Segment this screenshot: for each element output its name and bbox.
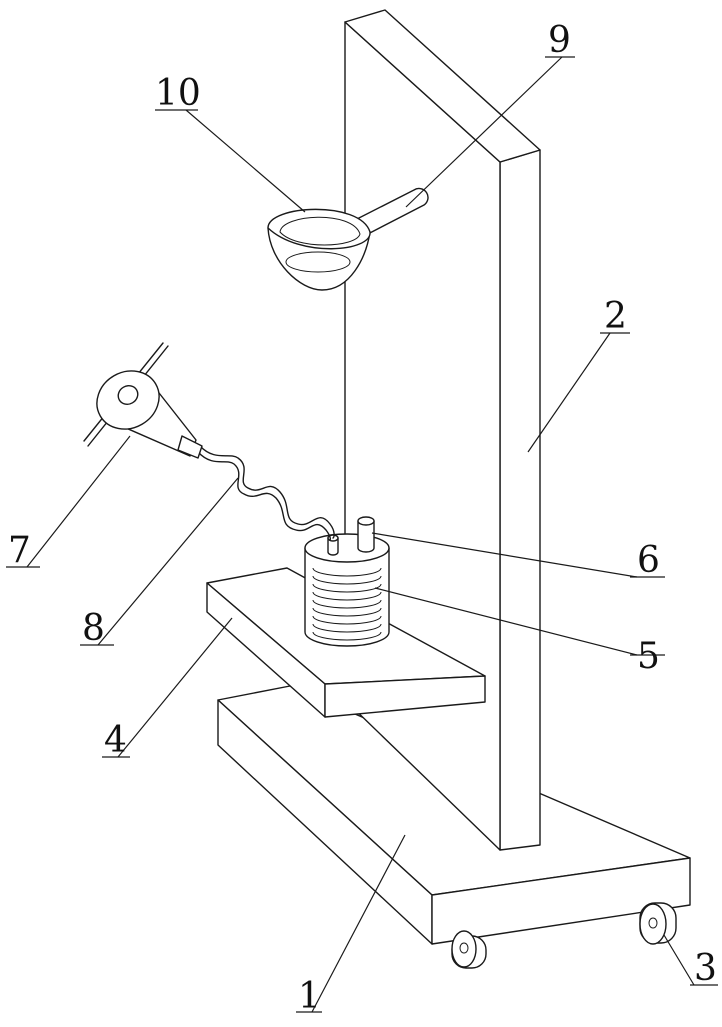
label-5: 5 xyxy=(637,636,660,677)
flexible-hose xyxy=(198,446,334,540)
spray-nozzle xyxy=(84,343,202,458)
label-6: 6 xyxy=(637,540,660,581)
label-9: 9 xyxy=(548,20,571,61)
label-10: 10 xyxy=(155,73,201,114)
knob xyxy=(358,517,374,552)
label-2: 2 xyxy=(604,296,627,337)
wheel-rear xyxy=(640,903,676,944)
label-1: 1 xyxy=(298,976,321,1017)
label-4: 4 xyxy=(104,720,127,761)
label-8: 8 xyxy=(82,608,105,649)
spring-cylinder xyxy=(305,534,389,646)
label-3: 3 xyxy=(694,948,717,989)
label-7: 7 xyxy=(8,530,31,571)
column xyxy=(345,10,540,850)
